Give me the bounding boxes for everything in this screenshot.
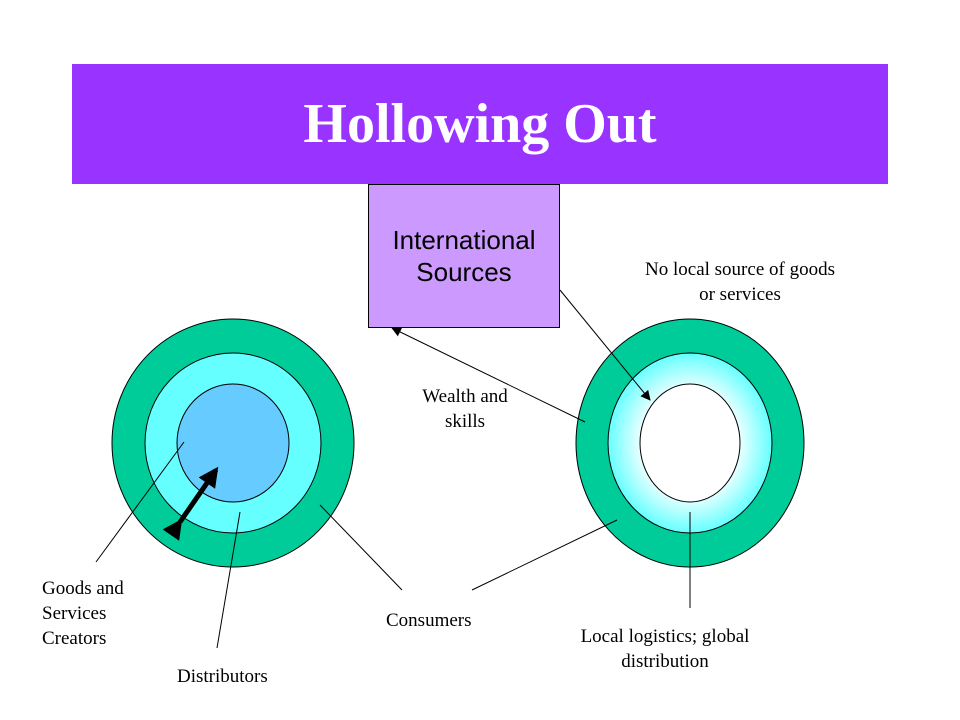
logistics-label: Local logistics; global distribution: [530, 624, 800, 674]
box-label-line-1: International: [392, 225, 536, 255]
right-hollow-core: [639, 383, 741, 503]
logistics-label-line-1: Local logistics; global: [580, 626, 750, 647]
no-local-source-arrow: [559, 289, 651, 401]
creators-label-line-3: Creators: [42, 628, 107, 649]
distributors-leader-line: [216, 511, 241, 649]
creators-label-line-1: Goods and: [42, 578, 124, 599]
consumers-leader-line: [319, 504, 403, 591]
no-local-source-line-1: No local source of goods: [645, 259, 835, 280]
creators-label: Goods and Services Creators: [42, 576, 182, 651]
creators-label-line-2: Services: [42, 603, 107, 624]
exchange-double-arrow-shaft: [162, 466, 219, 541]
creators-leader-line: [95, 441, 185, 563]
wealth-arrow: [391, 327, 586, 423]
distributors-label: Distributors: [177, 666, 268, 687]
left-community-circles: [111, 318, 355, 568]
right-consumers-leader-line: [471, 519, 618, 591]
wealth-label-line-1: Wealth and: [422, 386, 508, 407]
international-sources-box: International Sources: [368, 184, 560, 328]
no-local-source-label: No local source of goods or services: [600, 257, 880, 307]
wealth-label-line-2: skills: [444, 411, 486, 432]
wealth-label: Wealth and skills: [395, 384, 535, 434]
slide-title: Hollowing Out: [303, 93, 657, 155]
left-inner-core: [176, 383, 290, 503]
box-label-line-2: Sources: [416, 257, 512, 287]
consumers-label: Consumers: [386, 610, 472, 631]
no-local-source-line-2: or services: [699, 284, 781, 305]
logistics-label-line-2: distribution: [621, 651, 709, 672]
title-bar: Hollowing Out: [72, 64, 888, 184]
